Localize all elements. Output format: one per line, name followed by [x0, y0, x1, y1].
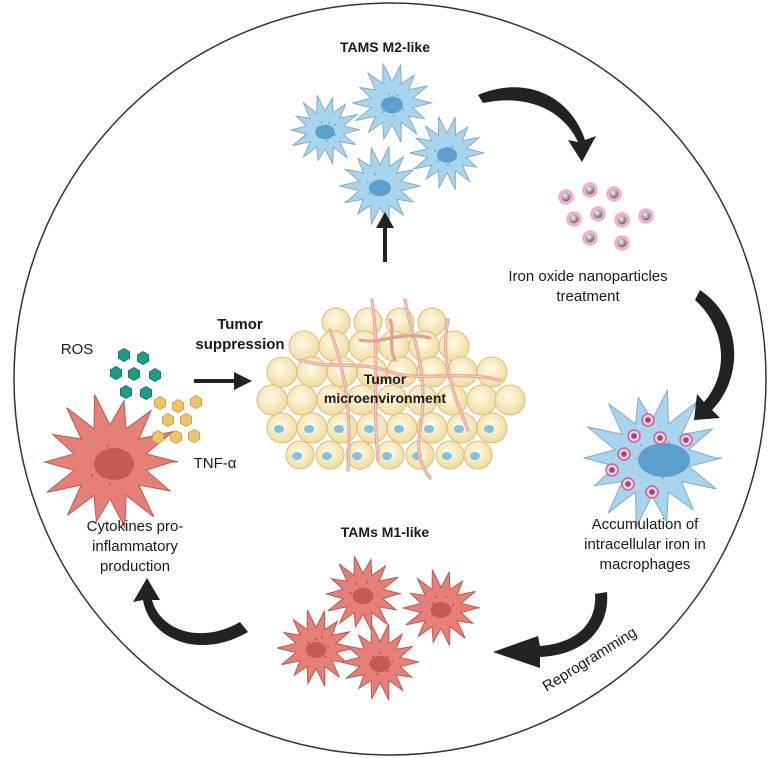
- nanoparticle-9: [613, 234, 631, 252]
- m2-macrophage-cluster: [289, 63, 485, 226]
- ros-hexagon-1: [118, 348, 130, 362]
- tumor-cell-27: [494, 384, 526, 416]
- tnf-hexagon-7: [170, 430, 182, 444]
- tnf-alpha-label: TNF-α: [193, 455, 237, 472]
- internalized-nanoparticle-3: [641, 413, 655, 427]
- nanoparticle-8: [581, 229, 599, 247]
- iron-macrophage-body: [582, 389, 723, 528]
- m2-macrophage-4: [339, 146, 421, 226]
- iron-treatment-line1: Iron oxide nanoparticles: [508, 268, 668, 285]
- tumor-cell-10: [438, 330, 470, 362]
- m2-macrophage-1: [289, 94, 361, 165]
- tumor-cell-32: [386, 412, 418, 444]
- internalized-nanoparticle-6: [621, 477, 635, 491]
- m2-title: TAMS M2-like: [340, 39, 430, 55]
- tnf-hexagon-4: [162, 413, 174, 427]
- nanoparticle-1: [557, 188, 575, 206]
- ros-hexagon-5: [149, 368, 161, 382]
- tumor-cell-26: [466, 384, 498, 416]
- outer-cycle-circle: [13, 2, 767, 756]
- accumulation-line1: Accumulation of: [591, 516, 699, 533]
- arrow-macrophage-to-m1: [493, 592, 608, 668]
- ros-hexagon-4: [128, 367, 140, 381]
- tumor-suppression-line2: suppression: [195, 336, 285, 353]
- tnf-hexagon-2: [172, 399, 184, 413]
- nanoparticle-4: [565, 210, 583, 228]
- cytokines-line1: Cytokines pro-: [86, 518, 184, 535]
- iron-loaded-macrophage: [582, 389, 723, 528]
- tumor-cell-41: [435, 440, 465, 470]
- tumor-cell-18: [476, 356, 508, 388]
- tumor-cell-39: [375, 440, 405, 470]
- ros-hexagon-2: [137, 351, 149, 365]
- arrow-m2-to-nanoparticles: [478, 87, 596, 162]
- tnf-hexagon-1: [154, 396, 166, 410]
- tumor-microenvironment-line1: Tumor: [363, 371, 407, 387]
- tnf-alpha-molecules: [152, 395, 202, 444]
- tnf-hexagon-6: [152, 430, 164, 444]
- internalized-nanoparticle-1: [617, 447, 631, 461]
- tumor-cell-36: [285, 440, 315, 470]
- internalized-nanoparticle-8: [605, 463, 619, 477]
- m2-macrophage-3: [409, 116, 485, 190]
- tnf-hexagon-5: [180, 413, 192, 427]
- tumor-cell-28: [266, 412, 298, 444]
- cytokine-producing-macrophage: [42, 394, 179, 530]
- tumor-cell-37: [315, 440, 345, 470]
- straight-arrows: [194, 212, 394, 390]
- nanoparticle-5: [589, 205, 607, 223]
- nanoparticle-2: [581, 181, 599, 199]
- ros-hexagon-6: [120, 385, 132, 399]
- m1-macrophage-1: [324, 556, 402, 633]
- iron-oxide-nanoparticles: [557, 181, 655, 252]
- nanoparticle-6: [613, 211, 631, 229]
- m1-macrophage-4: [340, 623, 419, 701]
- tumor-cell-35: [476, 412, 508, 444]
- tumor-cell-11: [266, 356, 298, 388]
- m1-macrophage-cluster: [277, 556, 480, 701]
- tumor-cell-19: [256, 384, 288, 416]
- tumor-microenvironment-illustration: [256, 298, 526, 480]
- blood-vessels: [298, 298, 502, 480]
- arrow-nanoparticles-to-macrophage: [694, 290, 735, 420]
- m2-macrophage-2: [352, 63, 433, 143]
- arrow-m1-to-cytokines: [133, 578, 248, 646]
- ros-hexagon-3: [110, 366, 122, 380]
- cytokines-line2: inflammatory: [92, 538, 178, 555]
- m1-title: TAMs M1-like: [340, 524, 430, 540]
- ros-hexagon-7: [140, 386, 152, 400]
- m1-macrophage-3: [277, 609, 356, 687]
- cytokines-line3: production: [99, 558, 171, 575]
- tumor-cell-29: [296, 412, 328, 444]
- cytokine-macrophage-body: [42, 394, 179, 530]
- tnf-hexagon-3: [190, 395, 202, 409]
- internalized-nanoparticle-5: [679, 433, 693, 447]
- ros-molecules: [110, 348, 161, 400]
- tumor-cell-5: [288, 330, 320, 362]
- internalized-nanoparticle-2: [627, 429, 641, 443]
- tumor-cell-33: [416, 412, 448, 444]
- ros-label: ROS: [60, 341, 94, 358]
- tnf-hexagon-8: [188, 429, 200, 443]
- tumor-suppression-line1: Tumor: [217, 316, 263, 333]
- internalized-nanoparticle-7: [645, 485, 659, 499]
- tumor-cell-30: [326, 412, 358, 444]
- iron-treatment-line2: treatment: [556, 288, 620, 305]
- accumulation-line2: intracellular iron in: [584, 536, 706, 553]
- nanoparticle-7: [637, 207, 655, 225]
- tumor-cell-42: [463, 440, 493, 470]
- m1-macrophage-2: [401, 569, 480, 646]
- internalized-nanoparticle-4: [653, 431, 667, 445]
- tumor-cell-38: [345, 440, 375, 470]
- nanoparticle-3: [605, 185, 623, 203]
- cycle-arrows: [133, 87, 735, 668]
- accumulation-line3: macrophages: [599, 556, 691, 573]
- tumor-cell-31: [356, 412, 388, 444]
- tumor-microenvironment-line2: microenvironment: [323, 390, 447, 406]
